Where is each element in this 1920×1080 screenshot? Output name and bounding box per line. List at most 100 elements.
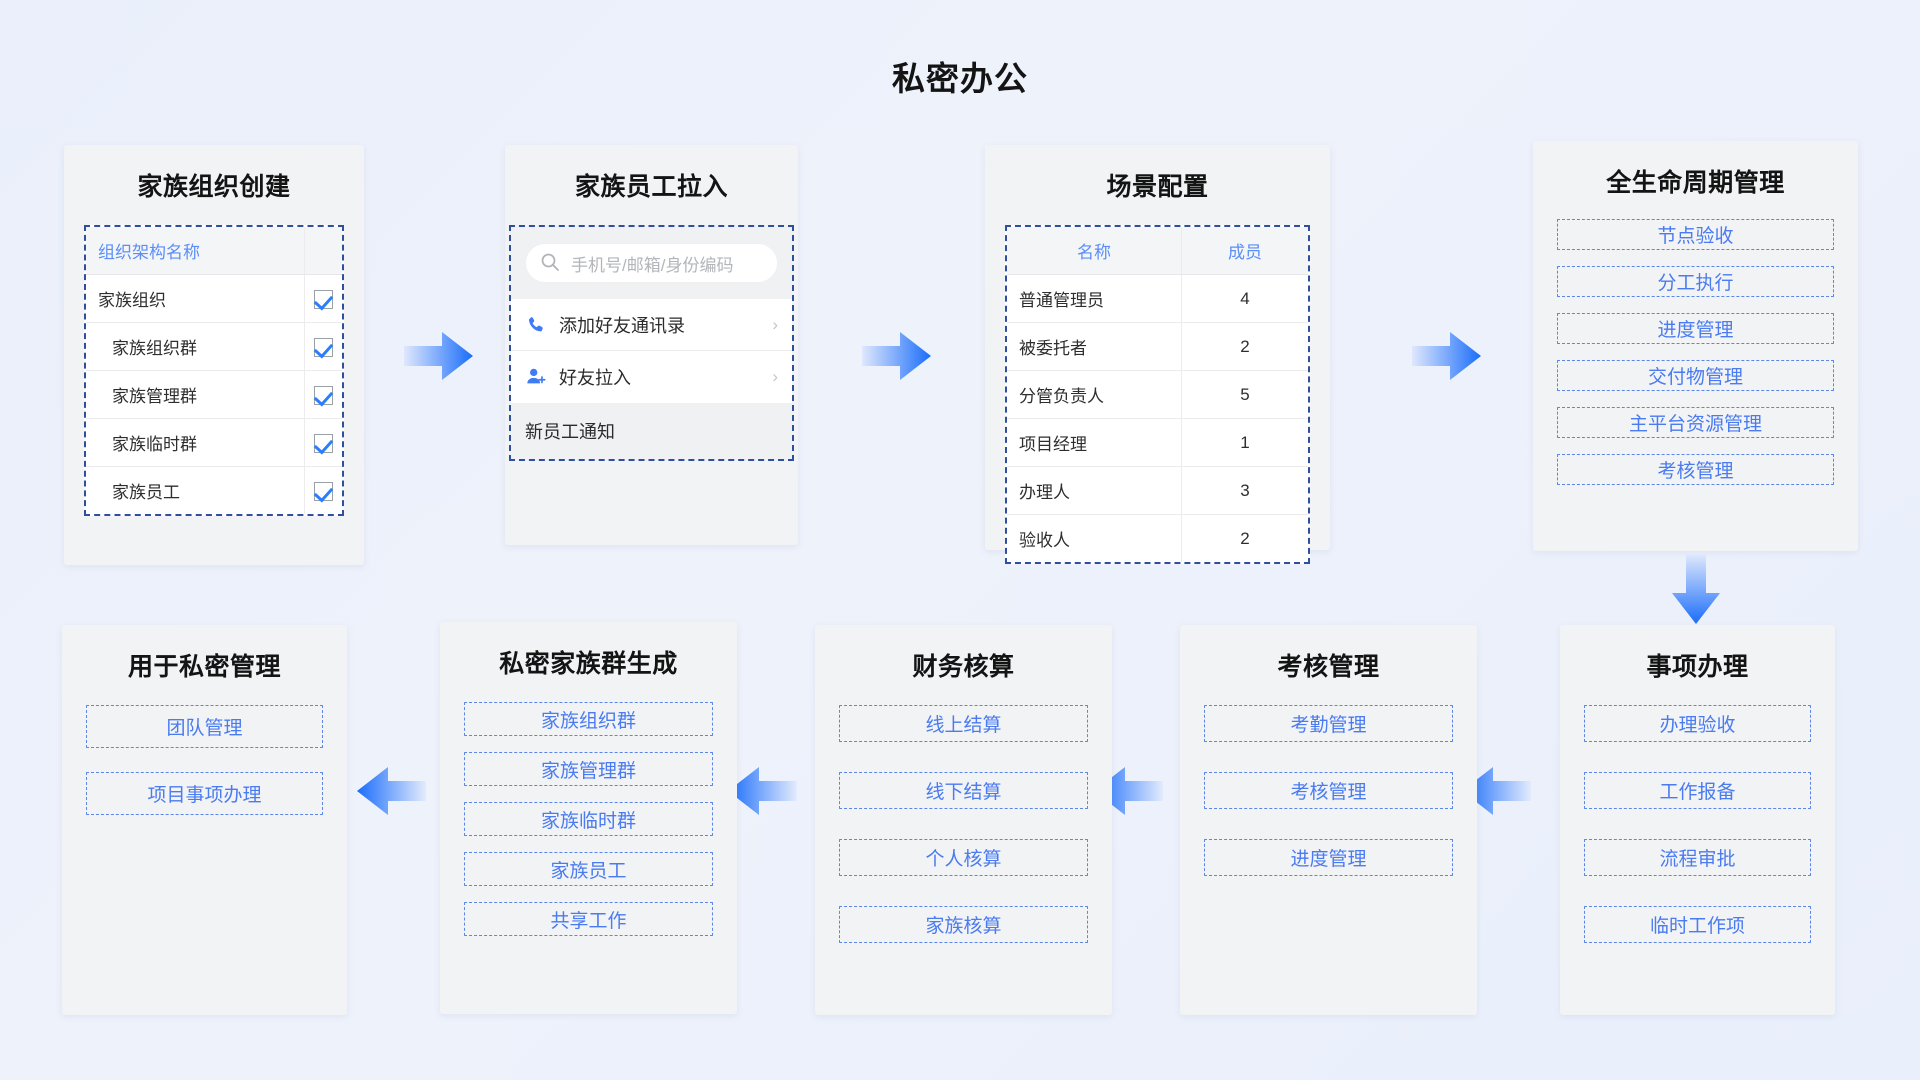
arrow-finance-to-groups bbox=[726, 765, 798, 817]
search-icon bbox=[540, 252, 562, 274]
org-name-cell: 家族组织 bbox=[86, 274, 306, 323]
member-count-cell: 2 bbox=[1240, 528, 1250, 548]
chip-progress-mgmt-2[interactable]: 进度管理 bbox=[1204, 839, 1453, 876]
chip-personal-accounting[interactable]: 个人核算 bbox=[839, 839, 1088, 876]
chip-project-matter[interactable]: 项目事项办理 bbox=[86, 772, 323, 815]
chip-family-org-group[interactable]: 家族组织群 bbox=[464, 702, 713, 736]
menu-item-label: 好友拉入 bbox=[559, 368, 631, 388]
chip-temp-work-item[interactable]: 临时工作项 bbox=[1584, 906, 1811, 943]
org-checkbox-cell[interactable] bbox=[304, 274, 342, 323]
column-header-check bbox=[304, 227, 342, 275]
role-name-cell: 办理人 bbox=[1007, 466, 1183, 515]
chip-attendance-mgmt[interactable]: 考勤管理 bbox=[1204, 705, 1453, 742]
card-assessment: 考核管理 考勤管理 考核管理 进度管理 bbox=[1180, 625, 1477, 1015]
org-name-cell: 家族管理群 bbox=[86, 370, 306, 419]
chip-work-report[interactable]: 工作报备 bbox=[1584, 772, 1811, 809]
search-input[interactable]: 手机号/邮箱/身份编码 bbox=[525, 243, 778, 283]
chip-shared-work[interactable]: 共享工作 bbox=[464, 902, 713, 936]
table-row: 办理人 3 bbox=[1007, 466, 1308, 515]
chip-offline-settlement[interactable]: 线下结算 bbox=[839, 772, 1088, 809]
member-count-cell: 4 bbox=[1181, 274, 1308, 323]
table-row: 被委托者 2 bbox=[1007, 322, 1308, 371]
org-checkbox-cell[interactable] bbox=[304, 322, 342, 371]
table-row: 验收人 2 bbox=[1007, 514, 1308, 562]
org-checkbox-cell[interactable] bbox=[305, 467, 342, 515]
chip-family-temp-group[interactable]: 家族临时群 bbox=[464, 802, 713, 836]
role-name-cell: 项目经理 bbox=[1007, 418, 1183, 467]
org-name-cell: 家族组织群 bbox=[86, 322, 306, 371]
chip-platform-resource[interactable]: 主平台资源管理 bbox=[1557, 407, 1834, 438]
chip-team-mgmt[interactable]: 团队管理 bbox=[86, 705, 323, 748]
role-name-cell: 分管负责人 bbox=[1007, 370, 1183, 419]
chip-family-mgmt-group[interactable]: 家族管理群 bbox=[464, 752, 713, 786]
role-name-cell: 验收人 bbox=[1007, 514, 1183, 562]
member-count-cell: 3 bbox=[1181, 466, 1308, 515]
checkbox-checked-icon[interactable] bbox=[314, 385, 334, 405]
org-name-cell: 家族员工 bbox=[86, 466, 306, 514]
chip-appraisal-mgmt[interactable]: 考核管理 bbox=[1204, 772, 1453, 809]
arrow-matter-to-assessment bbox=[1460, 765, 1532, 817]
role-name-cell: 普通管理员 bbox=[1007, 274, 1183, 323]
column-header-members: 成员 bbox=[1181, 227, 1308, 275]
table-row: 家族组织 bbox=[86, 274, 342, 323]
checkbox-checked-icon[interactable] bbox=[314, 433, 334, 453]
search-section: 手机号/邮箱/身份编码 bbox=[511, 227, 792, 299]
card-title-scene-config: 场景配置 bbox=[1106, 173, 1209, 201]
scene-config-table-frame: 名称 成员 普通管理员 4 被委托者 2 分管负责人 5 bbox=[1005, 225, 1310, 564]
finance-chip-list: 线上结算 线下结算 个人核算 家族核算 bbox=[839, 705, 1088, 943]
card-matter-handling: 事项办理 办理验收 工作报备 流程审批 临时工作项 bbox=[1560, 625, 1835, 1015]
private-mgmt-chip-list: 团队管理 项目事项办理 bbox=[86, 705, 323, 815]
checkbox-checked-icon[interactable] bbox=[314, 289, 334, 309]
chip-node-acceptance[interactable]: 节点验收 bbox=[1557, 219, 1834, 250]
card-lifecycle: 全生命周期管理 节点验收 分工执行 进度管理 交付物管理 主平台资源管理 考核管… bbox=[1533, 141, 1858, 551]
chip-handle-acceptance[interactable]: 办理验收 bbox=[1584, 705, 1811, 742]
table-row: 家族临时群 bbox=[86, 418, 342, 467]
assessment-chip-list: 考勤管理 考核管理 进度管理 bbox=[1204, 705, 1453, 876]
chip-progress-mgmt[interactable]: 进度管理 bbox=[1557, 313, 1834, 344]
menu-item-label: 添加好友通讯录 bbox=[559, 315, 685, 336]
chip-assessment-mgmt[interactable]: 考核管理 bbox=[1557, 454, 1834, 485]
chevron-right-icon: › bbox=[772, 367, 778, 386]
card-org-create: 家族组织创建 组织架构名称 家族组织 家族组织群 bbox=[64, 145, 364, 565]
table-row: 分管负责人 5 bbox=[1007, 370, 1308, 419]
table-header-row: 名称 成员 bbox=[1007, 227, 1308, 275]
role-name-cell: 被委托者 bbox=[1007, 322, 1183, 371]
search-placeholder: 手机号/邮箱/身份编码 bbox=[571, 255, 734, 275]
menu-item-friend-pull[interactable]: 好友拉入 › bbox=[511, 351, 792, 403]
arrow-org-to-staff bbox=[404, 330, 474, 382]
org-name-cell: 家族临时群 bbox=[86, 418, 306, 467]
scene-config-table: 名称 成员 普通管理员 4 被委托者 2 分管负责人 5 bbox=[1007, 227, 1308, 562]
card-title-finance: 财务核算 bbox=[912, 653, 1015, 681]
arrow-lifecycle-to-matter bbox=[1670, 553, 1722, 625]
org-structure-table: 组织架构名称 家族组织 家族组织群 家族管理群 bbox=[86, 227, 342, 514]
staff-invite-panel-frame: 手机号/邮箱/身份编码 添加好友通讯录 › 好友拉入 › 新员工通知 bbox=[509, 225, 794, 461]
chip-family-staff[interactable]: 家族员工 bbox=[464, 852, 713, 886]
card-scene-config: 场景配置 名称 成员 普通管理员 4 被委托者 2 bbox=[985, 145, 1330, 564]
table-row: 家族员工 bbox=[86, 466, 342, 515]
new-employee-notice[interactable]: 新员工通知 bbox=[511, 403, 792, 459]
card-title-private-mgmt: 用于私密管理 bbox=[127, 653, 281, 681]
page-title: 私密办公 bbox=[892, 60, 1028, 97]
chip-family-accounting[interactable]: 家族核算 bbox=[839, 906, 1088, 943]
private-groups-chip-list: 家族组织群 家族管理群 家族临时群 家族员工 共享工作 bbox=[464, 702, 713, 936]
chip-process-approval[interactable]: 流程审批 bbox=[1584, 839, 1811, 876]
org-checkbox-cell[interactable] bbox=[304, 370, 342, 419]
card-title-assessment: 考核管理 bbox=[1277, 653, 1380, 681]
chip-online-settlement[interactable]: 线上结算 bbox=[839, 705, 1088, 742]
org-structure-table-frame: 组织架构名称 家族组织 家族组织群 家族管理群 bbox=[84, 225, 344, 516]
chip-task-execution[interactable]: 分工执行 bbox=[1557, 266, 1834, 297]
menu-item-add-contacts[interactable]: 添加好友通讯录 › bbox=[511, 299, 792, 351]
member-count-cell: 1 bbox=[1181, 418, 1308, 467]
card-title-matter-handling: 事项办理 bbox=[1646, 653, 1749, 681]
card-title-org-create: 家族组织创建 bbox=[137, 173, 291, 201]
checkbox-checked-icon[interactable] bbox=[314, 337, 334, 357]
chip-deliverable-mgmt[interactable]: 交付物管理 bbox=[1557, 360, 1834, 391]
card-private-groups: 私密家族群生成 家族组织群 家族管理群 家族临时群 家族员工 共享工作 bbox=[440, 622, 737, 1014]
arrow-scene-to-lifecycle bbox=[1412, 330, 1482, 382]
arrow-groups-to-mgmt bbox=[355, 765, 427, 817]
card-finance: 财务核算 线上结算 线下结算 个人核算 家族核算 bbox=[815, 625, 1112, 1015]
checkbox-checked-icon[interactable] bbox=[314, 481, 334, 501]
org-checkbox-cell[interactable] bbox=[304, 418, 342, 467]
table-row: 项目经理 1 bbox=[1007, 418, 1308, 467]
